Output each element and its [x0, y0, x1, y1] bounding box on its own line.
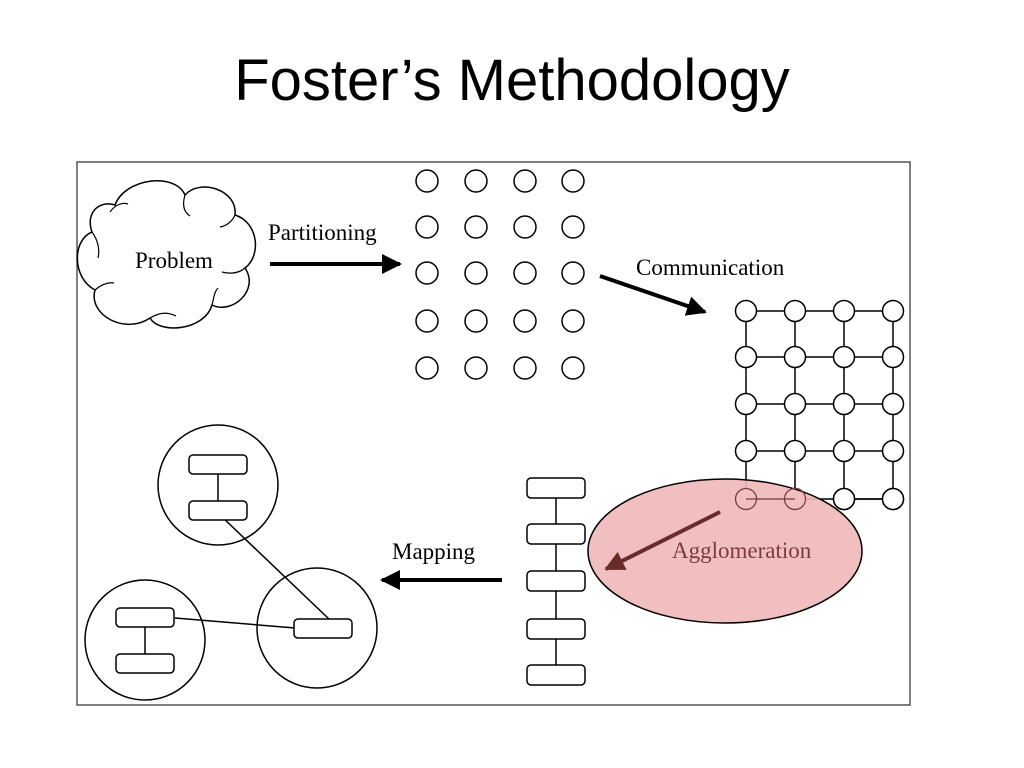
task-node — [513, 261, 537, 285]
agglomeration-ellipse — [587, 478, 863, 624]
task-node — [464, 356, 488, 380]
mesh-node — [832, 345, 856, 369]
task-node — [561, 169, 585, 193]
mesh-node — [881, 439, 905, 463]
task-node — [513, 309, 537, 333]
processor-right — [256, 567, 378, 689]
mapped-processors — [84, 424, 378, 701]
task-node — [464, 215, 488, 239]
mesh-node — [832, 299, 856, 323]
task-grid — [415, 169, 585, 380]
partitioning-label: Partitioning — [268, 220, 377, 245]
task-node — [561, 261, 585, 285]
problem-cloud — [76, 180, 257, 329]
task-node — [415, 309, 439, 333]
mesh-node — [881, 299, 905, 323]
task-node — [513, 356, 537, 380]
mesh-node — [832, 487, 856, 511]
mesh-node — [734, 345, 758, 369]
mapping-label: Mapping — [392, 539, 476, 564]
mesh-node-overlap — [734, 487, 758, 511]
task-node — [415, 356, 439, 380]
task-node — [464, 261, 488, 285]
task-node — [561, 215, 585, 239]
communication-arrow — [599, 274, 707, 316]
mesh-node — [832, 392, 856, 416]
task-node — [513, 215, 537, 239]
mesh-node — [881, 487, 905, 511]
communication-label: Communication — [636, 255, 785, 280]
mesh-node — [832, 439, 856, 463]
task-node — [561, 309, 585, 333]
task-node — [464, 309, 488, 333]
task-node — [415, 169, 439, 193]
mesh-node — [734, 392, 758, 416]
processor-left — [84, 579, 206, 701]
mesh-node — [881, 392, 905, 416]
mesh-node — [783, 345, 807, 369]
task-node — [513, 169, 537, 193]
mesh-node — [783, 392, 807, 416]
mesh-node — [783, 439, 807, 463]
agglomerated-chain — [526, 477, 586, 686]
agglomeration-label: Agglomeration — [672, 538, 812, 563]
mesh-node — [734, 299, 758, 323]
mesh-node — [734, 439, 758, 463]
problem-label: Problem — [135, 248, 213, 273]
mesh-node-overlap — [783, 487, 807, 511]
communication-mesh — [734, 299, 905, 511]
mesh-node — [783, 299, 807, 323]
task-node — [464, 169, 488, 193]
task-node — [415, 261, 439, 285]
mesh-node — [881, 345, 905, 369]
mesh-overlap-nodes — [734, 487, 905, 511]
processor-top — [157, 424, 279, 546]
slide-title: Foster’s Methodology — [234, 48, 790, 113]
agglomeration-arrow — [604, 510, 721, 571]
task-node — [561, 356, 585, 380]
diagram-frame — [76, 161, 911, 706]
task-node — [415, 215, 439, 239]
